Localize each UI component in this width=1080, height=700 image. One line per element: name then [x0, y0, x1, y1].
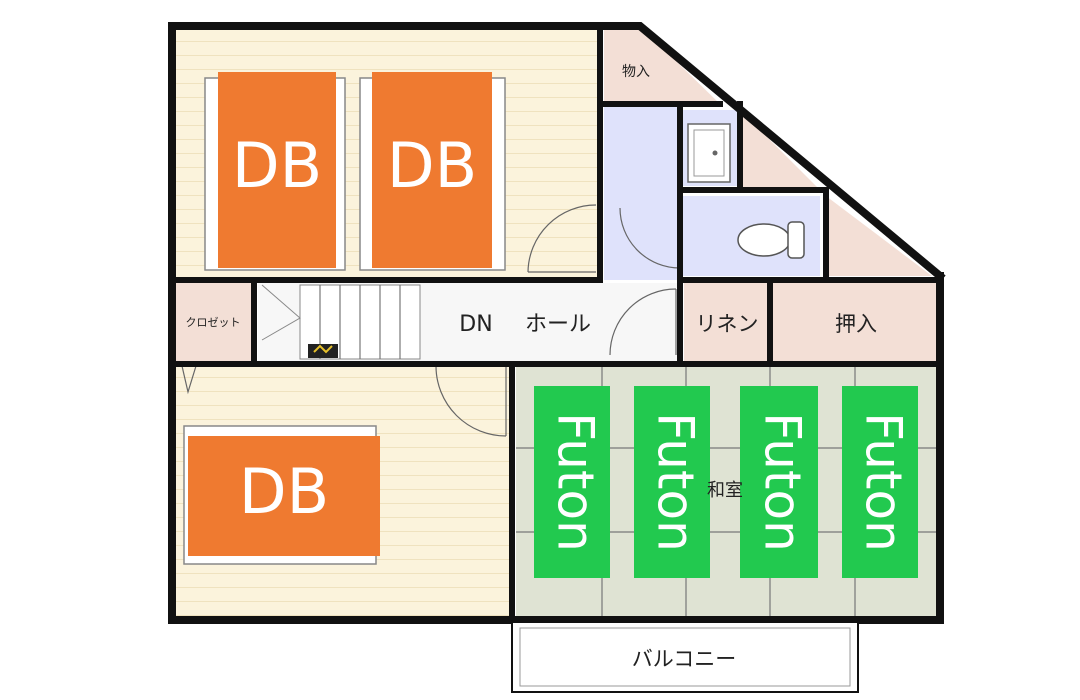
washroom-area — [604, 104, 680, 280]
oshiire-area — [772, 283, 940, 361]
bed-label: DB — [387, 129, 477, 202]
double-bed-top-right: DB — [359, 72, 506, 271]
stairs — [261, 284, 421, 360]
futon-label: Futon — [547, 412, 605, 552]
futon-label: Futon — [855, 412, 913, 552]
storage-top-label: 物入 — [622, 64, 650, 80]
storage-top-area — [604, 26, 720, 104]
oshiire-label: 押入 — [835, 312, 877, 336]
stair-light-icon — [308, 344, 338, 358]
washitsu-label: 和室 — [707, 480, 743, 501]
walls — [168, 22, 946, 624]
bed-label: DB — [232, 129, 322, 202]
linen-label: リネン — [696, 312, 759, 336]
closet-label: クロゼット — [186, 316, 241, 329]
hall-label: ホール — [525, 312, 591, 337]
futon-3: Futon — [740, 386, 818, 578]
linen-area — [684, 283, 770, 361]
bath-fixtures — [687, 123, 731, 183]
futon-4: Futon — [842, 386, 918, 578]
bed-label: DB — [239, 455, 329, 528]
futon-label: Futon — [647, 412, 705, 552]
futon-2: Futon — [634, 386, 710, 578]
toilet-icon — [737, 221, 805, 259]
balcony — [511, 621, 859, 693]
storage-diag-2 — [826, 196, 932, 276]
dn-label: DN — [459, 312, 492, 337]
futon-label: Futon — [754, 412, 812, 552]
double-bed-bottom: DB — [183, 425, 380, 565]
double-bed-top-left: DB — [204, 72, 346, 271]
closet-area — [172, 283, 254, 361]
balcony-label: バルコニー — [632, 647, 737, 671]
door-swings — [181, 204, 681, 437]
futon-1: Futon — [534, 386, 610, 578]
